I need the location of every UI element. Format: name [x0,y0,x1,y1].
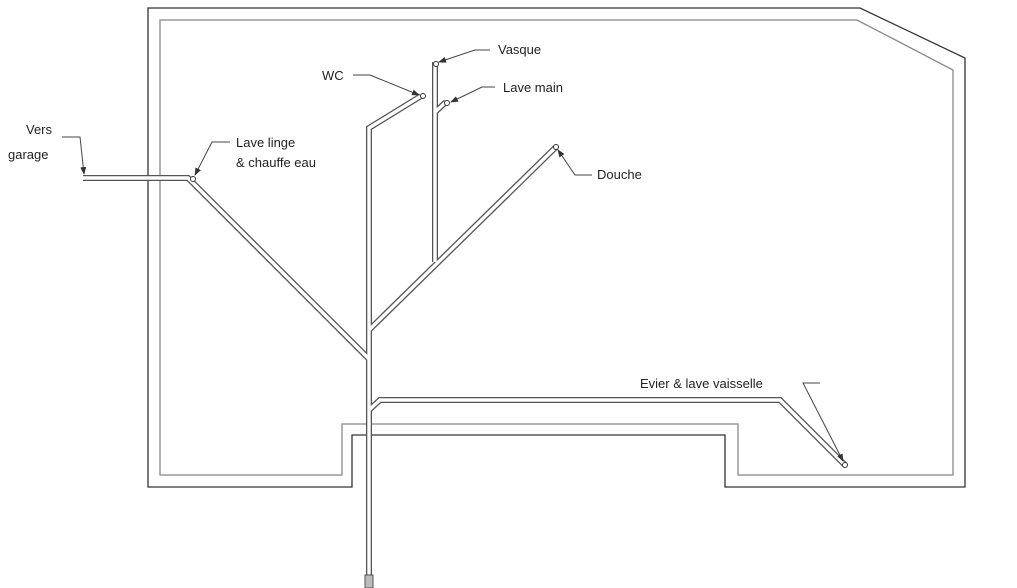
label-wc: WC [322,68,344,83]
label-vasque: Vasque [498,42,541,57]
pipes [83,61,848,588]
label-douche: Douche [597,167,642,182]
drain-outlet [364,574,374,588]
label-lave-linge-line1: Lave linge [236,135,295,150]
label-evier: Evier & lave vaisselle [640,376,763,391]
label-vers-garage-line1: Vers [26,122,53,137]
walls [147,7,966,488]
leaders [62,49,844,462]
inner-wall [159,19,954,476]
outer-wall [147,7,966,488]
label-lave-linge-line2: & chauffe eau [236,155,316,170]
label-lave-main: Lave main [503,80,563,95]
label-vers-garage-line2: garage [8,147,48,162]
